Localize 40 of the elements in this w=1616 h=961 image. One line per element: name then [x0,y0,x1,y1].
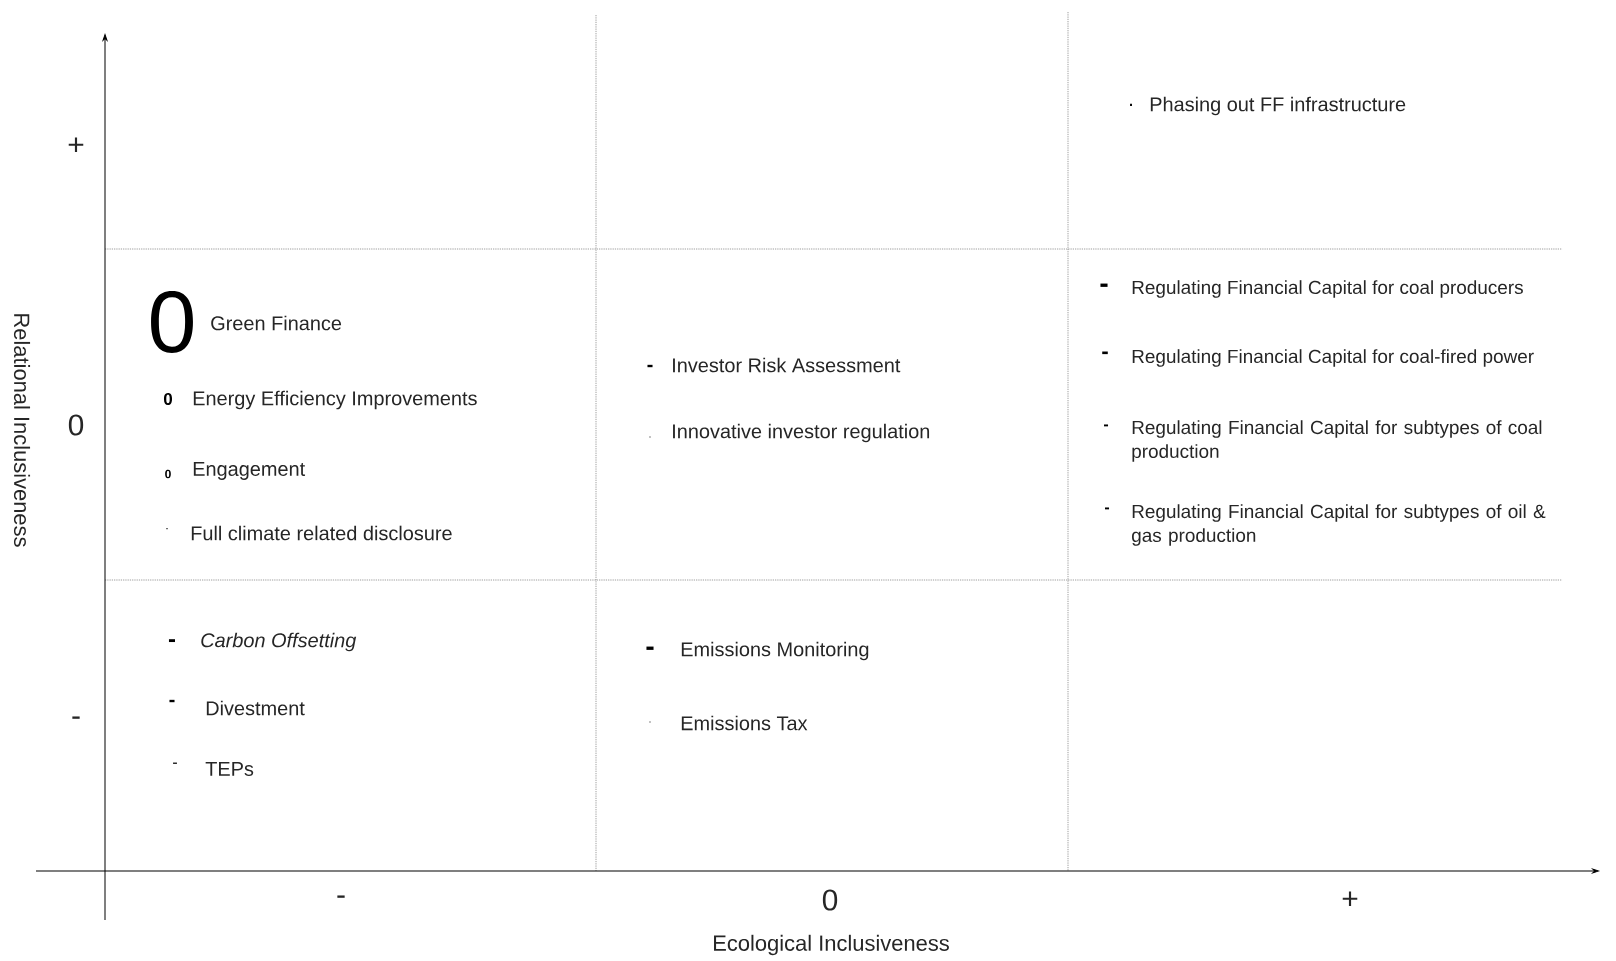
tick-label: - [337,895,345,898]
size-marker: · [649,721,651,723]
size-marker: - [169,699,175,703]
axis-title: Ecological Inclusiveness [714,934,949,956]
item-label: Green Finance [211,315,342,331]
item-label: Regulating Financial Capital for subtypes of oil & gas production [1132,504,1546,546]
size-marker: - [1100,283,1108,287]
size-marker: - [1102,351,1108,355]
item-label: Regulating Financial Capital for coal producers [1132,280,1523,298]
size-marker: - [647,364,653,368]
item-label: Investor Risk Assessment [673,357,901,373]
size-marker: · [1130,103,1132,106]
tick-label: 0 [822,889,838,911]
item-label: Regulating Financial Capital for coal-fired power [1132,349,1534,367]
item-label: Regulating Financial Capital for subtypes of coal production [1132,420,1542,462]
item-label: Energy Efficiency Improvements [193,390,477,410]
tick-label: + [68,137,84,152]
size-marker: - [1104,424,1109,427]
tick-label: + [1342,891,1358,906]
item-label: Emissions Tax [681,715,808,731]
item-label: Carbon Offsetting [201,632,357,652]
tick-label: 0 [68,414,84,436]
size-marker: · [649,436,651,438]
size-marker: - [168,639,175,643]
item-label: Emissions Monitoring [681,641,869,661]
size-marker: 0 [163,393,172,405]
size-marker: · [166,528,168,530]
tick-label: - [72,716,80,719]
item-label: Engagement [193,462,306,480]
size-marker: - [646,646,654,650]
item-label: Phasing out FF infrastructure [1150,96,1406,116]
size-marker: - [173,762,177,764]
item-label: TEPs [205,762,254,776]
axis-title: Relational Inclusiveness [13,314,31,547]
item-label: Divestment [206,700,305,716]
size-marker: 0 [151,290,193,354]
item-label: Innovative investor regulation [673,423,930,443]
size-marker: - [1105,507,1110,510]
item-label: Full climate related disclosure [191,525,452,541]
size-marker: 0 [165,469,171,479]
